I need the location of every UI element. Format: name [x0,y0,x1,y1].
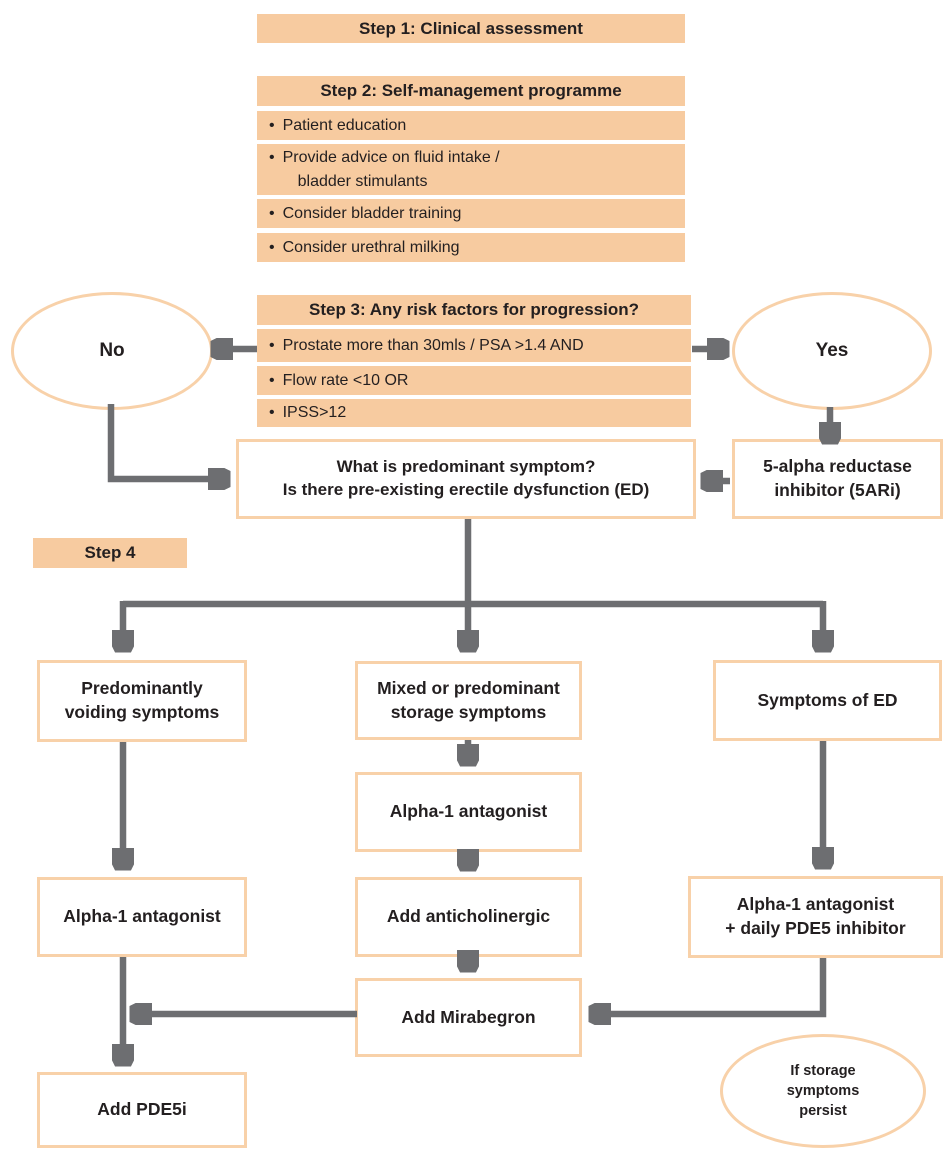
step2-item-bladder-training: • Consider bladder training [257,199,685,228]
step2-header: Step 2: Self-management programme [257,76,685,106]
step2-item-urethral-milking: • Consider urethral milking [257,233,685,262]
persist-ellipse: If storage symptoms persist [720,1034,926,1148]
add-pde5i-box: Add PDE5i [37,1072,247,1148]
alpha1-voiding-box: Alpha-1 antagonist [37,877,247,957]
step3-item-label: IPSS>12 [282,404,347,421]
question-box: What is predominant symptom? Is there pr… [236,439,696,519]
step2-item-label: Patient education [282,116,407,134]
step3-header: Step 3: Any risk factors for progression… [257,295,691,325]
add-pde5i-label: Add PDE5i [97,1099,187,1120]
bullet-icon: • [269,336,275,354]
alpha1-pde5-box: Alpha-1 antagonist + daily PDE5 inhibito… [688,876,943,958]
bullet-icon: • [269,238,275,256]
persist-label: If storage symptoms persist [786,1062,860,1120]
symptoms-ed-label: Symptoms of ED [757,689,898,710]
bullet-icon: • [269,116,275,134]
step3-title: Step 3: Any risk factors for progression… [309,300,639,319]
step2-item-label: Consider urethral milking [282,238,460,256]
step2-item-label: Provide advice on fluid intake / bladder… [282,149,500,190]
mixed-label: Mixed or predominant storage symptoms [377,677,560,722]
step1-title: Step 1: Clinical assessment [359,18,583,38]
no-ellipse: No [11,292,213,410]
alpha1-storage-box: Alpha-1 antagonist [355,772,582,852]
step3-item-label: Flow rate <10 OR [282,371,409,389]
step2-item-patient-education: • Patient education [257,111,685,140]
bullet-icon: • [269,371,275,389]
mixed-box: Mixed or predominant storage symptoms [355,661,582,740]
step2-title: Step 2: Self-management programme [320,81,622,100]
question-label: What is predominant symptom? Is there pr… [282,457,650,499]
bullet-icon: • [269,149,275,166]
voiding-label: Predominantly voiding symptoms [64,678,220,722]
yes-label: Yes [815,340,849,361]
step3-item-ipss: • IPSS>12 [257,399,691,427]
add-anticholinergic-box: Add anticholinergic [355,877,582,957]
bullet-icon: • [269,404,275,421]
alpha1-pde5-label: Alpha-1 antagonist + daily PDE5 inhibito… [725,894,906,938]
arrow-alpha1pde5-to-mirabegron [592,958,827,1014]
voiding-box: Predominantly voiding symptoms [37,660,247,742]
add-mirabegron-label: Add Mirabegron [401,1006,536,1027]
alpha1-voiding-label: Alpha-1 antagonist [63,906,221,927]
step4-label: Step 4 [33,538,187,568]
step3-item-prostate: • Prostate more than 30mls / PSA >1.4 AN… [257,329,691,362]
add-mirabegron-box: Add Mirabegron [355,978,582,1057]
five-ari-label: 5-alpha reductase inhibitor (5ARi) [763,456,912,500]
step4-title: Step 4 [84,543,136,562]
step2-item-label: Consider bladder training [282,204,462,222]
five-ari-box: 5-alpha reductase inhibitor (5ARi) [732,439,943,519]
step3-item-flow-rate: • Flow rate <10 OR [257,366,691,395]
alpha1-storage-label: Alpha-1 antagonist [389,801,548,822]
bullet-icon: • [269,204,275,222]
step3-item-label: Prostate more than 30mls / PSA >1.4 AND [282,336,584,354]
no-label: No [99,340,125,361]
add-anticholinergic-label: Add anticholinergic [386,906,551,927]
yes-ellipse: Yes [732,292,932,410]
symptoms-ed-box: Symptoms of ED [713,660,942,741]
step1-header: Step 1: Clinical assessment [257,14,685,43]
step2-item-fluid-advice: • Provide advice on fluid intake / bladd… [257,144,685,195]
arrow-no-to-question [107,404,227,479]
